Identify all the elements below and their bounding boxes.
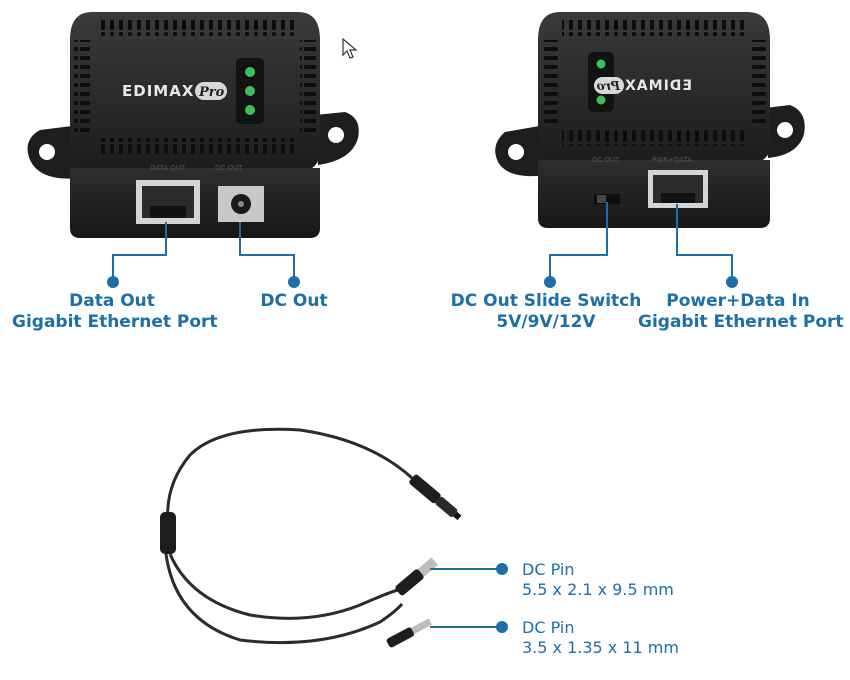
left-device: EDIMAX Pro DATA OUT DC OUT (27, 12, 359, 288)
callout-dot (496, 621, 508, 633)
pin-label-5.5: DC Pin 5.5 x 2.1 x 9.5 mm (522, 560, 674, 599)
svg-text:DATA OUT: DATA OUT (150, 164, 186, 172)
svg-text:DC OUT: DC OUT (215, 164, 243, 172)
pin-label-3.5: DC Pin 3.5 x 1.35 x 11 mm (522, 618, 679, 657)
mouse-pointer-icon (342, 38, 358, 59)
callout-data-out-label: Data Out Gigabit Ethernet Port (12, 291, 218, 332)
led-icon (596, 59, 606, 69)
callout-dot (726, 276, 738, 288)
callout-line (239, 222, 295, 282)
svg-text:EDIMAX: EDIMAX (624, 78, 692, 94)
callout-line (676, 204, 733, 282)
svg-text:PWR+DATA: PWR+DATA (652, 156, 692, 164)
left-device-brand-logo: EDIMAX (122, 82, 194, 100)
led-icon (245, 86, 255, 96)
dc-input-connector (409, 474, 462, 521)
led-icon (596, 95, 606, 105)
callout-dot (288, 276, 300, 288)
callout-slide-switch-label: DC Out Slide Switch 5V/9V/12V (450, 291, 642, 332)
svg-text:Pro: Pro (198, 85, 225, 100)
led-icon (245, 67, 255, 77)
right-device-top (538, 12, 770, 164)
dc-plug-3.5 (386, 618, 433, 648)
dc-plug-5.5 (395, 557, 438, 596)
callout-dc-out-label: DC Out (260, 291, 328, 311)
svg-text:DC OUT: DC OUT (592, 156, 620, 164)
callout-line (549, 202, 608, 282)
callout-power-data-in-label: Power+Data In Gigabit Ethernet Port (638, 291, 844, 332)
svg-text:Pro: Pro (597, 79, 621, 93)
right-device: EDIMAX Pro DC OUT PWR+DATA (495, 12, 805, 288)
callout-dot (496, 563, 508, 575)
callout-dot (544, 276, 556, 288)
left-device-top (70, 12, 320, 172)
right-device-brand-logo: EDIMAX Pro (594, 77, 692, 94)
callout-line (112, 222, 167, 282)
cable-splitter (160, 512, 176, 554)
y-cable (160, 427, 508, 648)
right-device-slide-switch (594, 194, 620, 204)
callout-dot (107, 276, 119, 288)
led-icon (245, 105, 255, 115)
